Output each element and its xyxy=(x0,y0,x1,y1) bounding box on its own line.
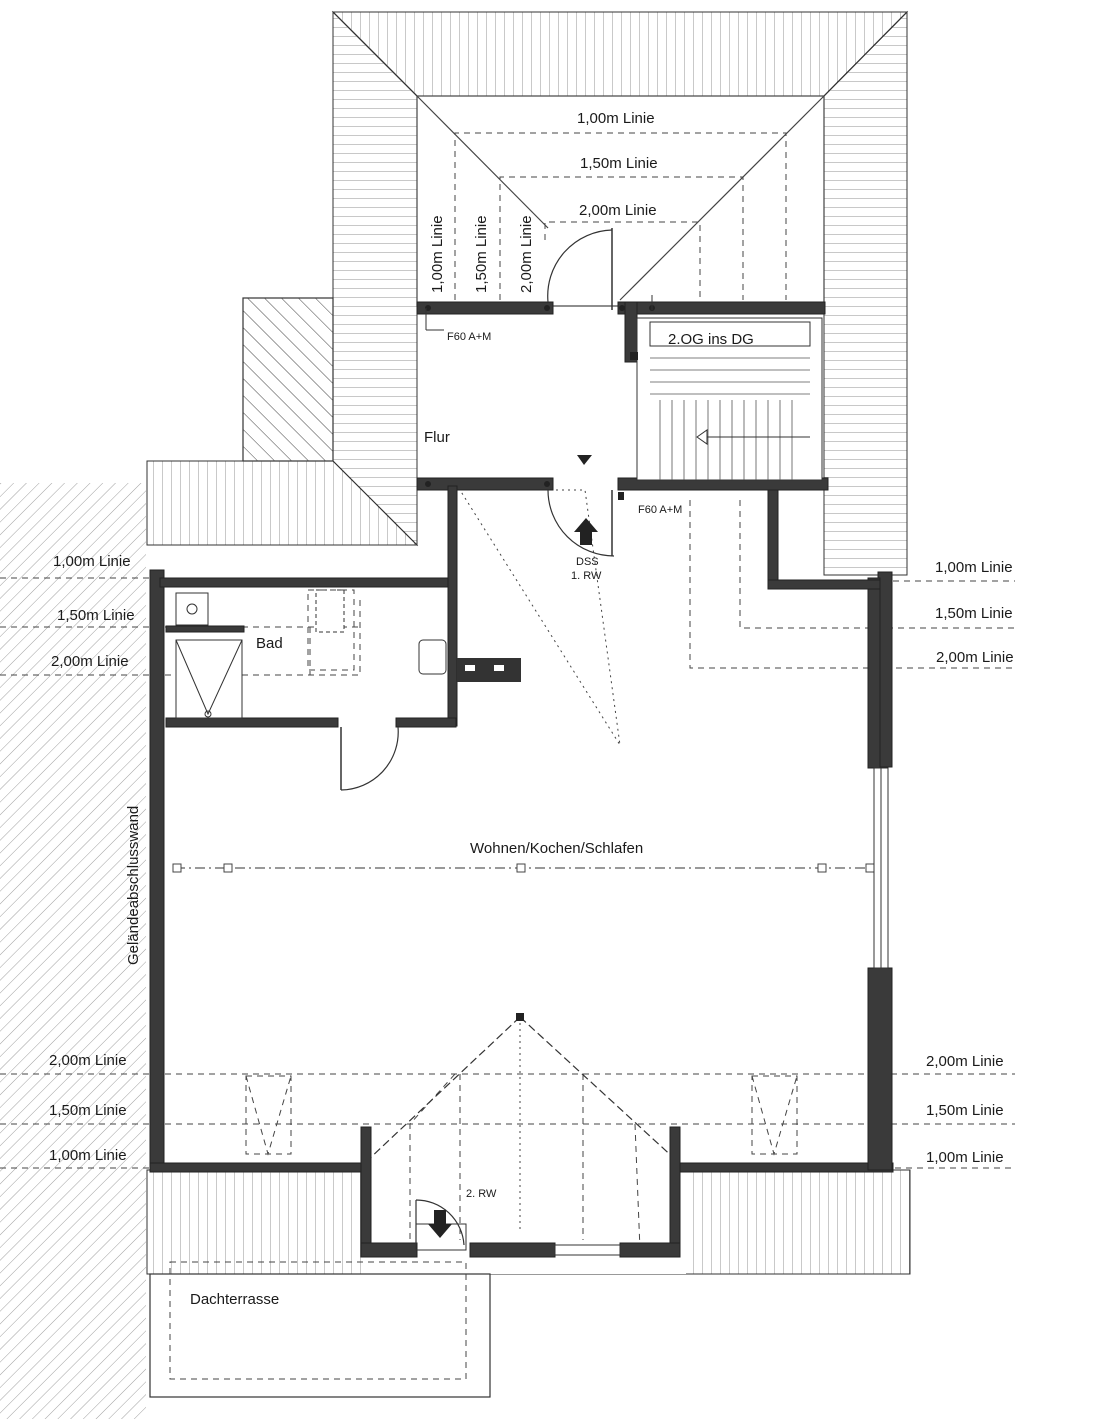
height-label-left-2-00: 2,00m Linie xyxy=(51,653,129,670)
roof-top xyxy=(331,10,909,576)
bottom-zone-lines xyxy=(0,1073,1015,1251)
fire-door-label-right: F60 A+M xyxy=(638,504,682,516)
front-dormer-lines xyxy=(367,1013,677,1230)
room-terrace: Dachterrasse xyxy=(190,1291,279,1308)
height-label-vert-2-00: 2,00m Linie xyxy=(518,215,535,293)
height-label-top-1-00: 1,00m Linie xyxy=(577,110,655,127)
room-stair: 2.OG ins DG xyxy=(668,331,754,348)
escape-path xyxy=(459,489,621,746)
doors xyxy=(340,228,889,1256)
dss-label: DSS xyxy=(576,556,599,568)
height-label-br-1-50: 1,50m Linie xyxy=(926,1102,1004,1119)
rw1-label: 1. RW xyxy=(571,570,602,582)
exit-arrow-down-icon xyxy=(428,1210,452,1238)
exit-arrow-up-icon xyxy=(574,518,598,545)
height-label-br-1-00: 1,00m Linie xyxy=(926,1149,1004,1166)
terrace-inner xyxy=(169,1261,467,1380)
hatched-block xyxy=(242,297,334,462)
room-bad: Bad xyxy=(256,635,283,652)
bath-fixtures xyxy=(175,589,521,719)
height-label-top-2-00: 2,00m Linie xyxy=(579,202,657,219)
height-label-left-1-00: 1,00m Linie xyxy=(53,553,131,570)
skylight-right xyxy=(751,1075,798,1156)
terrace-outline xyxy=(149,1273,491,1398)
height-label-bl-1-50: 1,50m Linie xyxy=(49,1102,127,1119)
room-main: Wohnen/Kochen/Schlafen xyxy=(470,840,643,857)
fire-door-label-left: F60 A+M xyxy=(447,331,491,343)
height-label-top-1-50: 1,50m Linie xyxy=(580,155,658,172)
height-label-vert-1-00: 1,00m Linie xyxy=(429,215,446,293)
rw2-label: 2. RW xyxy=(466,1188,497,1200)
terrain-hatch xyxy=(0,483,146,1419)
washbasin xyxy=(418,639,447,675)
height-label-vert-1-50: 1,50m Linie xyxy=(473,215,490,293)
height-label-bl-2-00: 2,00m Linie xyxy=(49,1052,127,1069)
arrow-down-icon xyxy=(577,455,592,465)
room-flur: Flur xyxy=(424,429,450,446)
toilet xyxy=(315,589,345,633)
height-label-right-2-00: 2,00m Linie xyxy=(936,649,1014,666)
right-zone-lines xyxy=(689,500,1015,669)
skylight-left xyxy=(245,1075,292,1156)
wall-side-label: Geländeabschlusswand xyxy=(125,806,142,965)
height-label-right-1-50: 1,50m Linie xyxy=(935,605,1013,622)
height-label-br-2-00: 2,00m Linie xyxy=(926,1053,1004,1070)
roof-left-lower xyxy=(146,460,419,546)
bath-sink xyxy=(175,592,209,626)
shower xyxy=(175,639,243,719)
ridge-line xyxy=(172,863,875,873)
walls xyxy=(149,301,894,1258)
height-label-left-1-50: 1,50m Linie xyxy=(57,607,135,624)
height-label-right-1-00: 1,00m Linie xyxy=(935,559,1013,576)
height-label-bl-1-00: 1,00m Linie xyxy=(49,1147,127,1164)
stairs xyxy=(630,317,823,481)
